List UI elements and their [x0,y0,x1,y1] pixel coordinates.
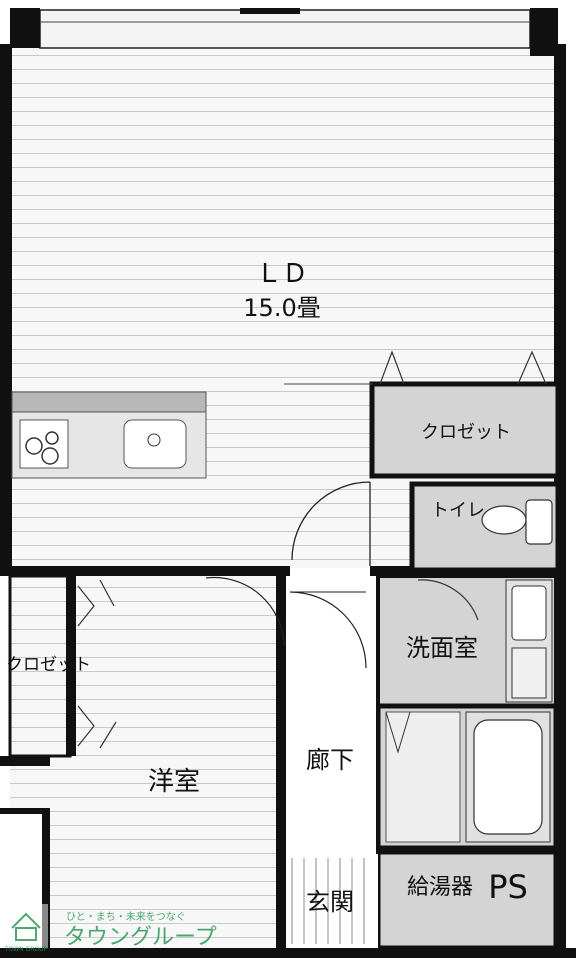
corridor-label: 廊下 [306,746,354,774]
western-closet-label: クロゼット [6,655,91,675]
watermark-logo-caption: TOWN GROUP [4,946,48,953]
ld-room [10,48,556,568]
watermark-tagline: ひと・まち・未来をつなぐ [66,911,186,923]
western-closet: クロゼット [6,574,117,758]
ld-label-group: ＬＤ 15.0畳 [243,259,320,322]
entrance: 玄関 [286,854,378,948]
ld-size-label: 15.0畳 [243,294,320,322]
corridor: 廊下 [286,576,380,948]
toilet-label: トイレ [431,500,485,521]
western-room: 洋室 [10,576,285,952]
watermark-brand: タウングループ [64,925,217,950]
washroom: 洗面室 [376,574,558,708]
ld-closet-label: クロゼット [421,422,511,443]
western-room-label: 洋室 [148,767,200,797]
entrance-label: 玄関 [306,888,354,916]
bathroom [375,703,559,851]
town-group-logo [11,912,41,941]
watermark: TOWN GROUP ひと・まち・未来をつなぐ タウングループ [4,904,217,953]
ps-label: PS [488,868,528,906]
kitchen-counter [11,391,207,479]
ld-door [291,481,371,566]
water-heater-label: 給湯器 [407,875,473,900]
ld-closet: クロゼット [284,350,561,479]
ld-label: ＬＤ [256,259,308,289]
water-heater-room: 給湯器 PS [375,849,559,951]
washroom-label: 洗面室 [406,634,478,662]
toilet-room: トイレ [409,481,561,573]
top-window [39,8,531,49]
